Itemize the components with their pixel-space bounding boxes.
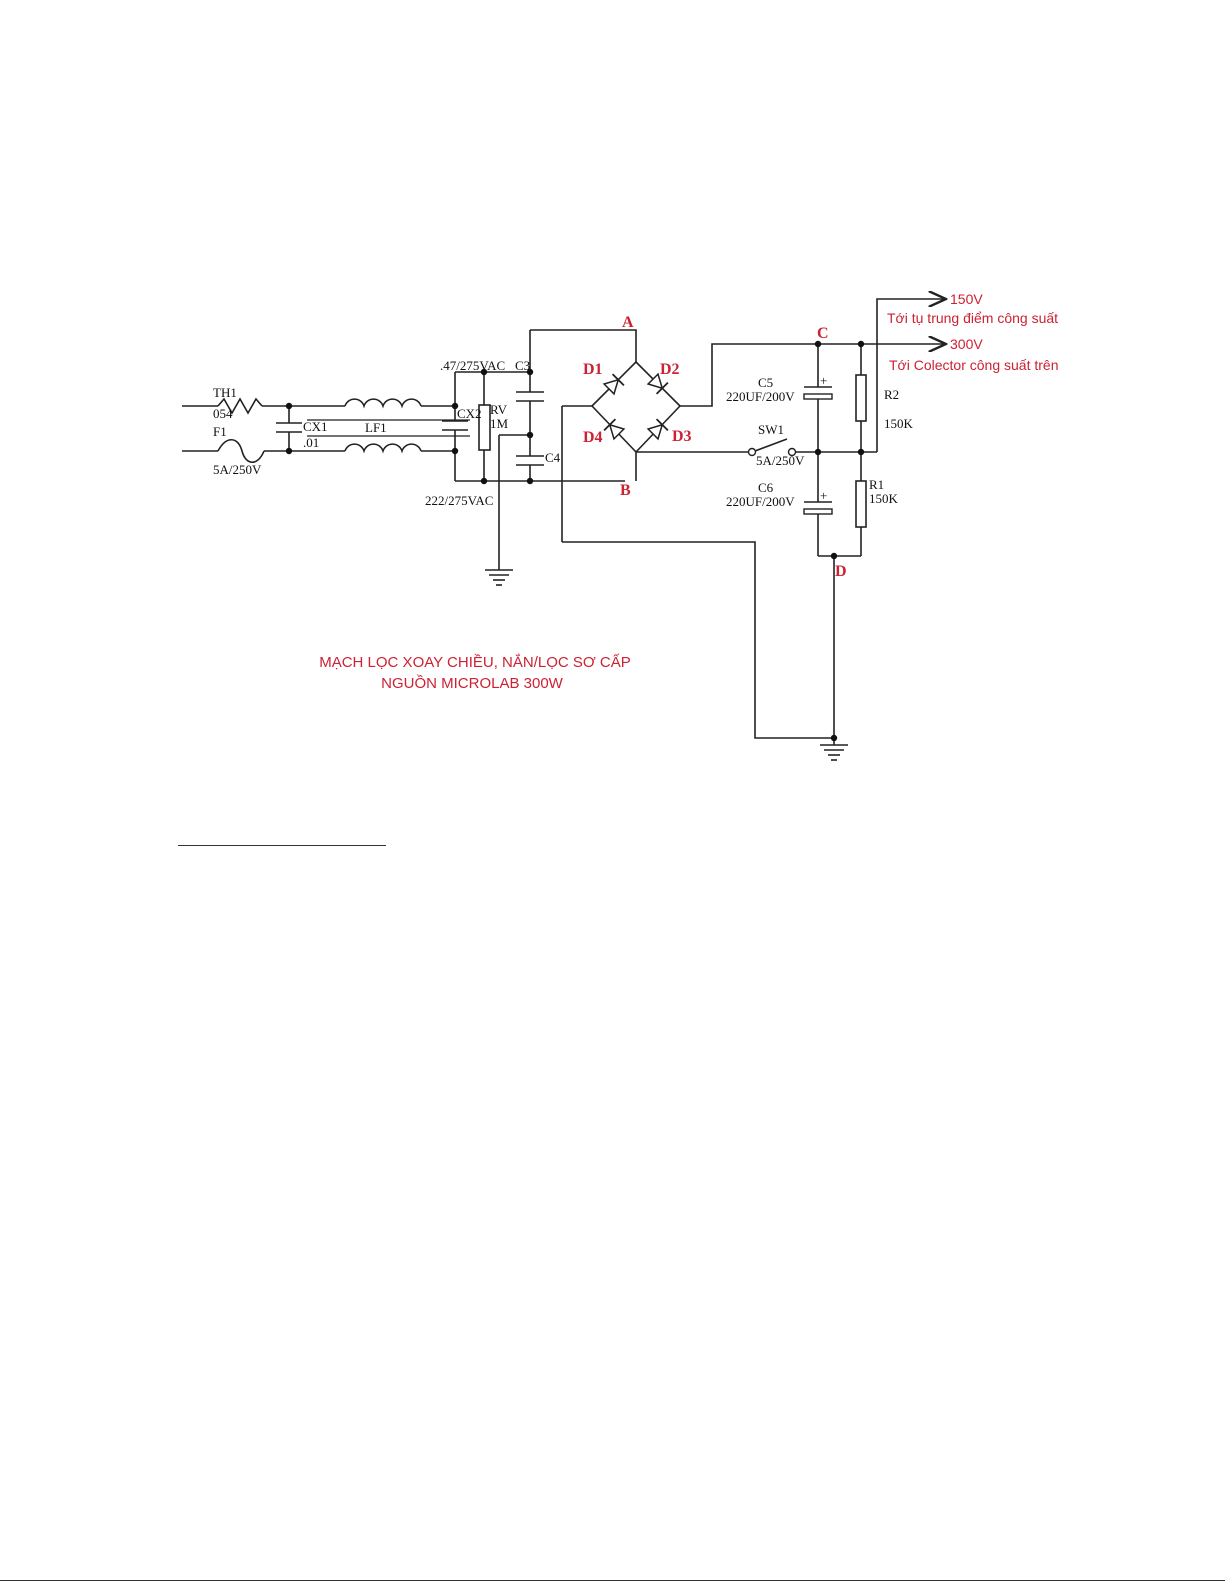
- label-sw1-value: 5A/250V: [756, 453, 805, 468]
- label-c6-plus: +: [820, 488, 827, 503]
- label-lf1: LF1: [365, 420, 387, 435]
- label-d4: D4: [583, 429, 603, 446]
- label-c5: C5: [758, 375, 773, 390]
- bridge-wires: [530, 330, 877, 738]
- caption-line-2: NGUỒN MICROLAB 300W: [381, 674, 564, 692]
- label-rv: RV: [490, 402, 508, 417]
- label-c5-plus: +: [820, 373, 827, 388]
- label-node-c: C: [817, 325, 829, 342]
- label-th1: TH1: [213, 385, 237, 400]
- label-d3: D3: [672, 428, 692, 445]
- label-c3-value: .47/275VAC: [440, 358, 505, 373]
- footnote-separator: [178, 845, 386, 846]
- resistor-r1: [856, 481, 866, 556]
- label-r2: R2: [884, 387, 899, 402]
- label-d2: D2: [660, 361, 680, 378]
- choke-lf1: [307, 399, 470, 451]
- label-rv-value: 1M: [490, 416, 509, 431]
- capacitor-cx1: [276, 406, 302, 451]
- return-wires: [818, 556, 861, 745]
- label-f1: F1: [213, 424, 227, 439]
- label-c3: C3: [515, 358, 530, 373]
- capacitor-c5: [804, 344, 832, 502]
- label-cx1: CX1: [303, 419, 328, 434]
- page-bottom-border: [0, 1580, 1225, 1581]
- label-out-150v: 150V: [950, 291, 983, 307]
- label-c4-value: 222/275VAC: [425, 493, 493, 508]
- label-r1-value: 150K: [869, 491, 899, 506]
- label-cx1-value: .01: [303, 435, 319, 450]
- label-node-d: D: [835, 563, 847, 580]
- varistor-rv: [479, 372, 490, 481]
- label-f1-value: 5A/250V: [213, 462, 262, 477]
- label-r1: R1: [869, 477, 884, 492]
- label-out-300v-desc: Tới Colector công suất trên: [889, 357, 1058, 373]
- label-r2-value: 150K: [884, 416, 914, 431]
- label-th1-value: 054: [213, 406, 233, 421]
- label-c5-value: 220UF/200V: [726, 389, 795, 404]
- label-node-b: B: [620, 482, 631, 499]
- label-sw1: SW1: [758, 422, 784, 437]
- label-out-300v: 300V: [950, 336, 983, 352]
- label-c6-value: 220UF/200V: [726, 494, 795, 509]
- label-node-a: A: [622, 314, 634, 331]
- caption-line-1: MẠCH LỌC XOAY CHIỀU, NẮN/LỌC SƠ CẤP: [319, 653, 631, 671]
- label-c6: C6: [758, 480, 774, 495]
- capacitor-c6: [804, 502, 832, 556]
- label-d1: D1: [583, 361, 603, 378]
- thermistor-th1: [218, 399, 345, 413]
- resistor-r2: [856, 344, 866, 481]
- ground-icon-right: [820, 745, 848, 760]
- ground-icon: [485, 570, 513, 585]
- label-out-150v-desc: Tới tụ trung điểm công suất: [887, 310, 1058, 326]
- fuse-f1: [218, 440, 345, 463]
- label-c4: C4: [545, 450, 561, 465]
- capacitor-c4: [516, 456, 544, 481]
- label-cx2: CX2: [457, 406, 482, 421]
